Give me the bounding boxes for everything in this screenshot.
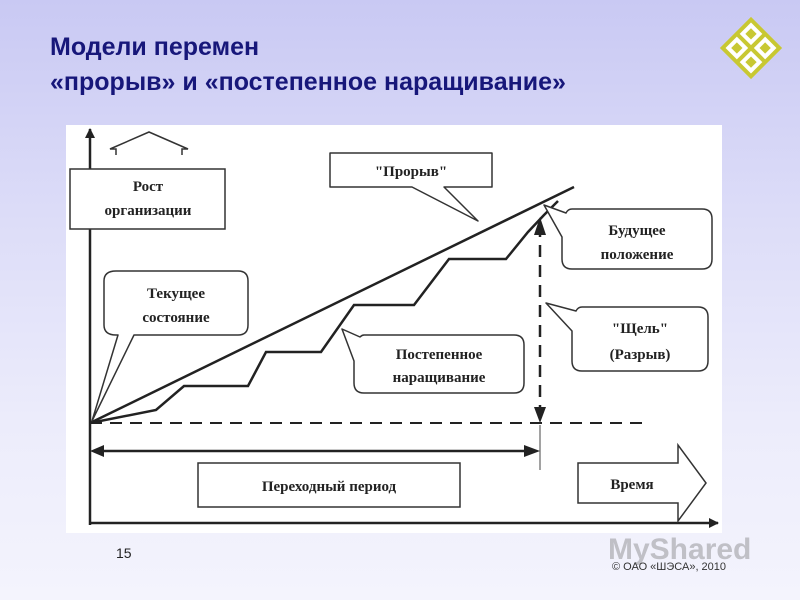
breakthrough-callout xyxy=(329,152,493,222)
transition-arrow-left-head xyxy=(90,445,104,457)
transition-period-label: Переходный период xyxy=(262,479,397,495)
future-state-label-line-2: положение xyxy=(601,247,674,263)
future-state-callout xyxy=(543,204,713,270)
gap-callout xyxy=(545,302,709,372)
incremental-steps-line xyxy=(89,200,559,425)
current-state-label-line-2: состояние xyxy=(142,310,210,326)
transition-arrow-right-head xyxy=(524,445,540,457)
gap-label-line-2: (Разрыв) xyxy=(610,347,671,363)
current-state-callout xyxy=(91,270,249,422)
title-line-2: «прорыв» и «постепенное наращивание» xyxy=(50,68,566,96)
growth-block-arrow xyxy=(109,131,189,155)
growth-label-line-2: организации xyxy=(105,203,192,219)
slide-number: 15 xyxy=(116,545,132,561)
copyright-text: © ОАО «ШЭСА», 2010 xyxy=(612,561,727,573)
incremental-growth-callout xyxy=(341,328,525,394)
watermark-logo: MyShared xyxy=(608,533,752,566)
transition-period-label-box xyxy=(197,462,461,508)
gap-arrow-bottom-head xyxy=(534,407,546,423)
change-models-diagram: Рост организации Переходный период Время… xyxy=(66,125,722,533)
incremental-growth-label-line-2: наращивание xyxy=(393,370,486,386)
title-line-1: Модели перемен xyxy=(50,33,260,61)
gap-arrow-top-head xyxy=(534,217,546,235)
time-block-arrow xyxy=(577,442,707,524)
diamond-logo-icon xyxy=(719,16,783,80)
future-state-label-line-1: Будущее xyxy=(608,223,666,239)
breakthrough-label: "Прорыв" xyxy=(375,164,447,180)
growth-label-box xyxy=(69,168,226,230)
current-state-label-line-1: Текущее xyxy=(147,286,205,302)
growth-label-line-1: Рост xyxy=(133,179,164,195)
incremental-growth-label-line-1: Постепенное xyxy=(396,347,483,363)
gap-label-line-1: "Щель" xyxy=(612,321,668,337)
time-label: Время xyxy=(610,477,653,493)
slide-title: Модели перемен «прорыв» и «постепенное н… xyxy=(50,30,730,100)
breakthrough-line xyxy=(89,185,575,425)
